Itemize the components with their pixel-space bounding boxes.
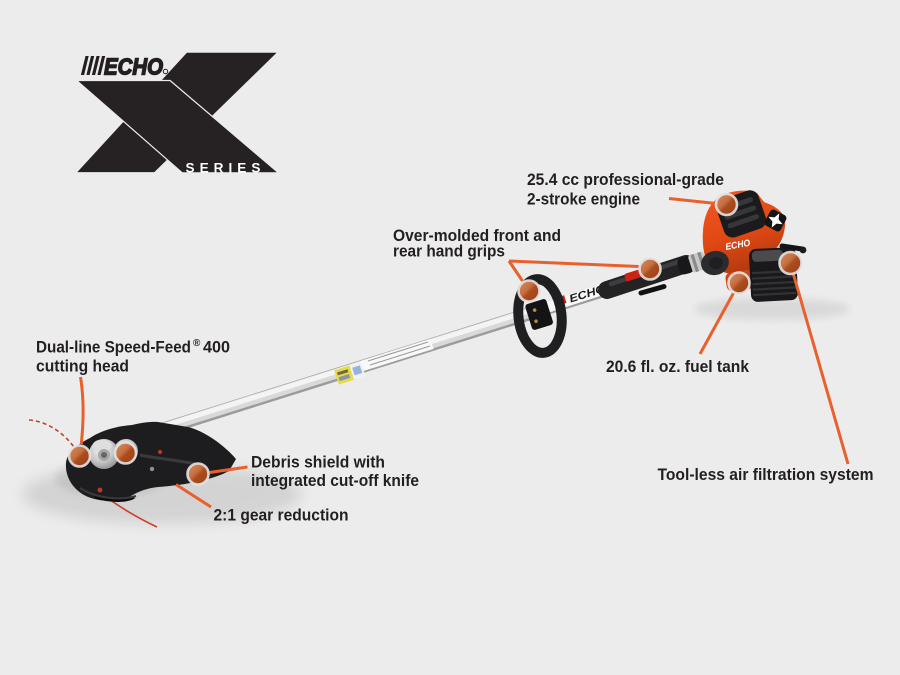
svg-text:ECHO: ECHO [725,238,752,253]
svg-text:Debris shield with: Debris shield with [251,453,385,472]
svg-text:400: 400 [203,338,230,357]
svg-text:Dual-line Speed-Feed: Dual-line Speed-Feed [36,338,191,357]
svg-text:ECHO: ECHO [104,54,163,80]
svg-text:2-stroke engine: 2-stroke engine [527,190,640,209]
svg-text:25.4 cc professional-grade: 25.4 cc professional-grade [527,170,724,189]
svg-text:cutting head: cutting head [36,357,129,376]
svg-text:20.6 fl. oz. fuel tank: 20.6 fl. oz. fuel tank [606,357,749,376]
svg-text:2:1 gear reduction: 2:1 gear reduction [214,506,349,525]
svg-text:integrated cut-off knife: integrated cut-off knife [251,471,419,490]
svg-text:Over-molded front and: Over-molded front and [393,226,561,245]
svg-text:rear hand grips: rear hand grips [393,242,505,261]
svg-text:Tool-less air filtration syste: Tool-less air filtration system [658,465,874,484]
svg-text:®: ® [193,338,201,349]
svg-text:SERIES: SERIES [186,161,266,176]
